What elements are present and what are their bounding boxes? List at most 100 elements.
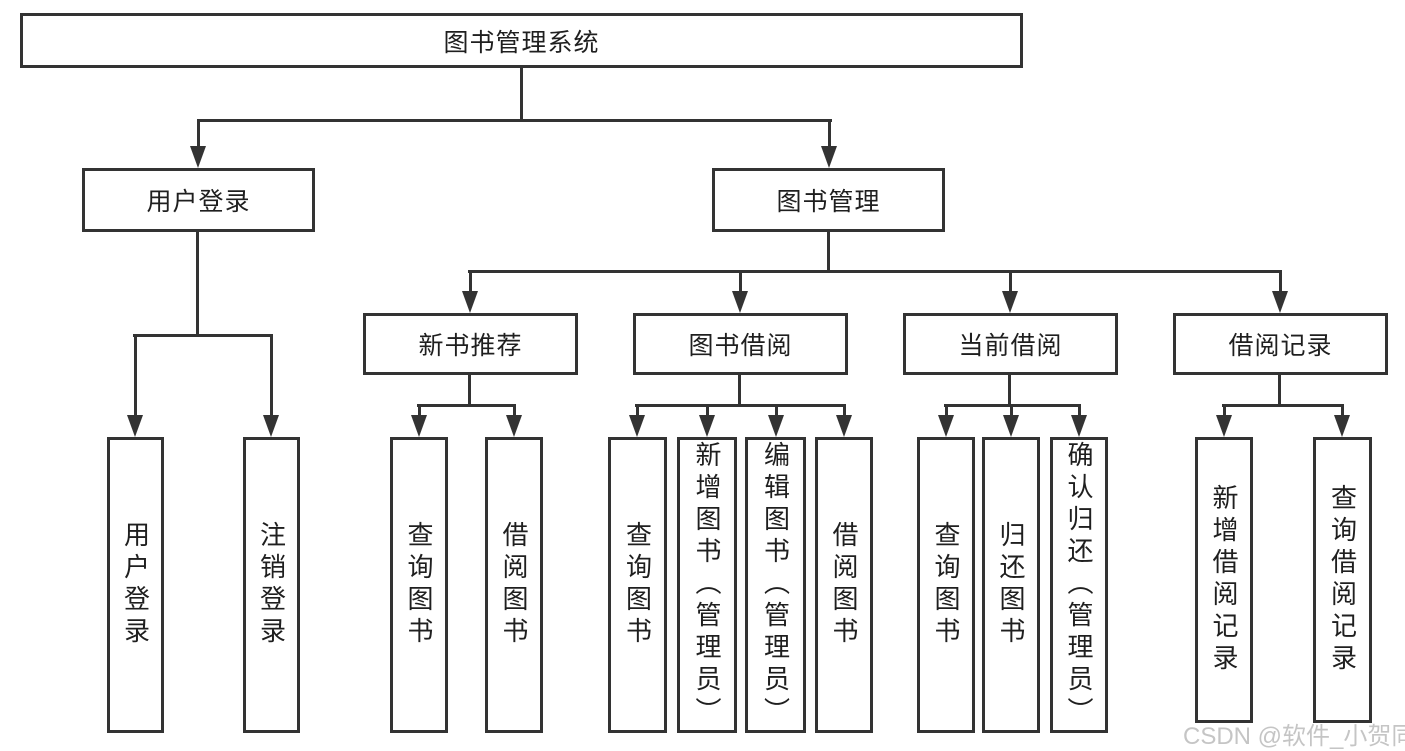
leaf-borrow-books-1: 借阅图书 xyxy=(485,437,543,733)
arrow-down-icon xyxy=(1216,404,1232,437)
arrow-stem xyxy=(738,270,742,293)
connector-new-book-vertical xyxy=(468,373,471,407)
leaf-label: 新增图书（管理员） xyxy=(692,441,722,729)
leaf-label: 注销登录 xyxy=(256,521,287,649)
arrow-down-icon xyxy=(1071,404,1087,437)
node-current-borrowing: 当前借阅 xyxy=(903,313,1118,375)
connector-level3-horizontal xyxy=(468,270,1282,273)
connector-user-login-horizontal xyxy=(133,334,273,337)
connector-current-borrowing-horizontal xyxy=(944,404,1081,407)
leaf-query-books-2: 查询图书 xyxy=(608,437,667,733)
arrow-stem xyxy=(133,334,137,417)
arrow-head xyxy=(462,291,478,313)
arrow-down-icon xyxy=(263,334,279,437)
leaf-label: 借阅图书 xyxy=(499,521,529,649)
arrow-stem xyxy=(468,270,472,293)
arrow-down-icon xyxy=(506,404,522,437)
arrow-stem xyxy=(635,404,639,417)
leaf-label: 新增借阅记录 xyxy=(1209,484,1239,676)
leaf-return-books: 归还图书 xyxy=(982,437,1040,733)
node-label: 用户登录 xyxy=(146,188,251,216)
leaf-add-books-admin: 新增图书（管理员） xyxy=(677,437,737,733)
leaf-logout: 注销登录 xyxy=(243,437,300,733)
arrow-stem xyxy=(774,404,778,417)
node-book-borrowing: 图书借阅 xyxy=(633,313,848,375)
watermark-csdn: CSDN @软件_小贺同学 xyxy=(1183,723,1405,750)
arrow-head xyxy=(629,415,645,437)
arrow-stem xyxy=(1008,270,1012,293)
node-library-management-system: 图书管理系统 xyxy=(20,13,1023,68)
leaf-label: 确认归还（管理员） xyxy=(1064,441,1094,729)
arrow-stem xyxy=(1278,270,1282,293)
leaf-label: 用户登录 xyxy=(120,521,151,649)
arrow-stem xyxy=(842,404,846,417)
arrow-head xyxy=(1216,415,1232,437)
node-label: 图书管理系统 xyxy=(443,28,600,57)
arrow-stem xyxy=(512,404,516,417)
leaf-query-books-1: 查询图书 xyxy=(390,437,448,733)
arrow-down-icon xyxy=(629,404,645,437)
arrow-head xyxy=(411,415,427,437)
arrow-head xyxy=(190,146,206,168)
connector-current-borrowing-vertical xyxy=(1008,373,1011,407)
node-borrowing-records: 借阅记录 xyxy=(1173,313,1388,375)
leaf-label: 借阅图书 xyxy=(829,521,859,649)
arrow-stem xyxy=(944,404,948,417)
node-book-management: 图书管理 xyxy=(712,168,945,232)
leaf-query-books-3: 查询图书 xyxy=(917,437,975,733)
leaf-query-borrow-record: 查询借阅记录 xyxy=(1313,437,1372,723)
arrow-head xyxy=(699,415,715,437)
node-new-book-recommendation: 新书推荐 xyxy=(363,313,578,375)
arrow-stem xyxy=(1340,404,1344,417)
arrow-down-icon xyxy=(462,270,478,313)
arrow-down-icon xyxy=(1334,404,1350,437)
leaf-user-login: 用户登录 xyxy=(107,437,164,733)
connector-book-borrowing-vertical xyxy=(738,373,741,407)
arrow-head xyxy=(506,415,522,437)
arrow-down-icon xyxy=(938,404,954,437)
node-label: 当前借阅 xyxy=(958,332,1063,360)
leaf-label: 查询图书 xyxy=(622,521,653,649)
connector-borrowing-records-vertical xyxy=(1278,373,1281,407)
node-label: 图书借阅 xyxy=(688,332,793,360)
connector-book-management-vertical xyxy=(827,230,830,273)
arrow-down-icon xyxy=(1272,270,1288,313)
node-label: 借阅记录 xyxy=(1228,332,1333,360)
arrow-down-icon xyxy=(836,404,852,437)
node-label: 图书管理 xyxy=(776,188,881,216)
leaf-label: 归还图书 xyxy=(996,521,1026,649)
leaf-label: 编辑图书（管理员） xyxy=(760,441,791,729)
connector-user-login-vertical xyxy=(196,230,199,337)
arrow-stem xyxy=(269,334,273,417)
node-user-login: 用户登录 xyxy=(82,168,315,232)
arrow-down-icon xyxy=(1003,404,1019,437)
arrow-stem xyxy=(417,404,421,417)
leaf-borrow-books-2: 借阅图书 xyxy=(815,437,873,733)
leaf-add-borrow-record: 新增借阅记录 xyxy=(1195,437,1253,723)
arrow-down-icon xyxy=(190,119,206,168)
arrow-down-icon xyxy=(821,119,837,168)
arrow-stem xyxy=(827,119,831,148)
arrow-head xyxy=(1002,291,1018,313)
arrow-head xyxy=(127,415,143,437)
leaf-edit-books-admin: 编辑图书（管理员） xyxy=(745,437,806,733)
arrow-stem xyxy=(1009,404,1013,417)
arrow-head xyxy=(1003,415,1019,437)
leaf-label: 查询图书 xyxy=(404,521,434,649)
connector-level2-horizontal xyxy=(197,119,832,122)
arrow-stem xyxy=(1222,404,1226,417)
arrow-head xyxy=(836,415,852,437)
arrow-down-icon xyxy=(1002,270,1018,313)
arrow-stem xyxy=(705,404,709,417)
arrow-down-icon xyxy=(411,404,427,437)
arrow-head xyxy=(938,415,954,437)
arrow-down-icon xyxy=(732,270,748,313)
arrow-down-icon xyxy=(699,404,715,437)
arrow-stem xyxy=(196,119,200,148)
connector-root-vertical xyxy=(520,66,523,121)
leaf-label: 查询借阅记录 xyxy=(1327,484,1358,676)
arrow-down-icon xyxy=(768,404,784,437)
connector-book-borrowing-horizontal xyxy=(635,404,846,407)
connector-new-book-horizontal xyxy=(417,404,516,407)
